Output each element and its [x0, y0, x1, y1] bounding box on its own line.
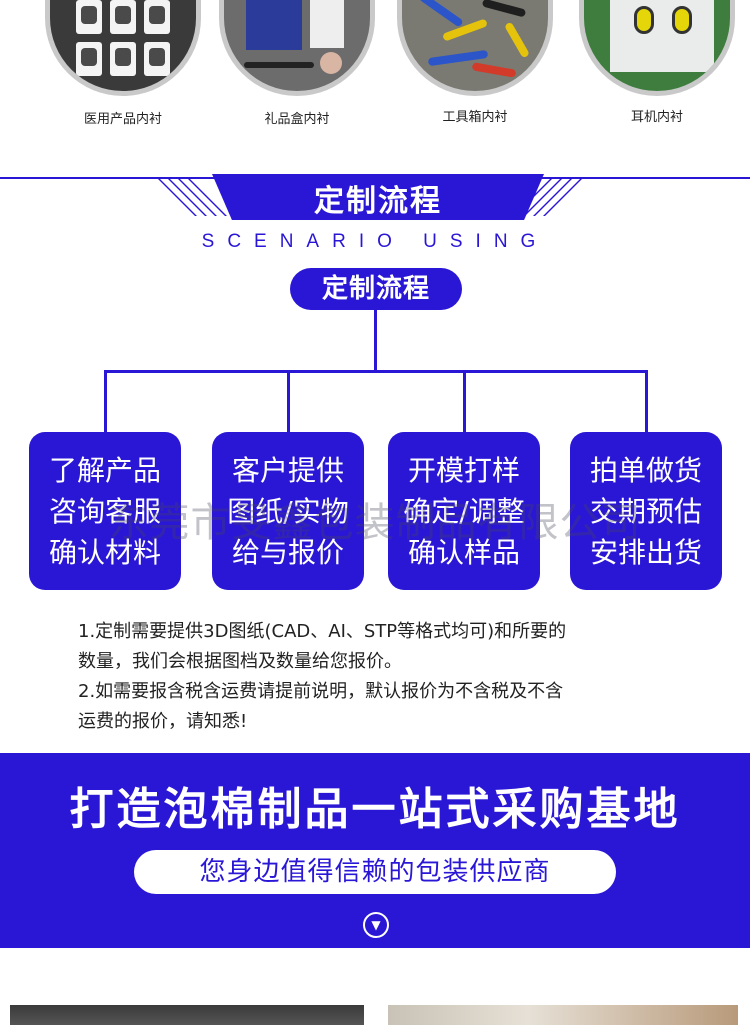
step-line: 拍单做货: [589, 454, 702, 487]
process-step-4: 拍单做货 交期预估 安排出货: [570, 432, 722, 590]
chevron-down-circle-icon[interactable]: ▼: [363, 912, 389, 938]
section-title: 定制流程: [314, 184, 442, 219]
step-line: 安排出货: [589, 536, 702, 569]
step-line: 客户提供: [231, 454, 344, 487]
step-line: 了解产品: [48, 454, 161, 487]
medical-insert-photo: [45, 0, 201, 96]
gift-box-photo: [219, 0, 375, 96]
process-root-node: 定制流程: [290, 268, 462, 310]
product-caption: 工具箱内衬: [442, 110, 508, 125]
toolbox-photo: [397, 0, 553, 96]
bottom-product-photo: [10, 1005, 364, 1025]
note-line: 2.如需要报含税含运费请提前说明，默认报价为不含税及不含: [78, 681, 564, 702]
connector-line: [374, 310, 377, 372]
product-caption: 医用产品内衬: [83, 112, 162, 127]
connector-line: [463, 370, 466, 432]
step-line: 给与报价: [231, 536, 344, 569]
note-line: 数量，我们会根据图档及数量给您报价。: [78, 651, 402, 672]
step-line: 确认材料: [48, 536, 161, 569]
connector-line: [287, 370, 290, 432]
step-line: 开模打样: [407, 454, 520, 487]
product-gallery: 医用产品内衬 礼品盒内衬 工具箱内衬 耳机内衬: [0, 0, 750, 140]
step-line: 确认样品: [407, 536, 520, 569]
bottom-product-photo: [388, 1005, 738, 1025]
earphone-photo: [579, 0, 735, 96]
process-step-2: 客户提供 图纸/实物 给与报价: [212, 432, 364, 590]
connector-line: [104, 370, 107, 432]
connector-line: [645, 370, 648, 432]
banner-title: 打造泡棉制品一站式采购基地: [69, 784, 681, 835]
step-line: 咨询客服: [48, 495, 161, 528]
customization-notes: 1.定制需要提供3D图纸(CAD、AI、STP等格式均可)和所要的 数量，我们会…: [78, 617, 698, 737]
step-line: 图纸/实物: [227, 495, 349, 528]
connector-line: [104, 370, 648, 373]
note-line: 1.定制需要提供3D图纸(CAD、AI、STP等格式均可)和所要的: [78, 621, 567, 642]
section-subtitle: SCENARIO USING: [201, 231, 549, 252]
note-line: 运费的报价，请知悉!: [78, 711, 248, 732]
promo-banner: 打造泡棉制品一站式采购基地 您身边值得信赖的包装供应商 ▼: [0, 753, 750, 948]
product-caption: 耳机内衬: [630, 110, 683, 125]
banner-tagline: 您身边值得信赖的包装供应商: [134, 850, 616, 894]
product-caption: 礼品盒内衬: [264, 112, 330, 127]
process-step-3: 开模打样 确定/调整 确认样品: [388, 432, 540, 590]
step-line: 确定/调整: [403, 495, 525, 528]
process-step-1: 了解产品 咨询客服 确认材料: [29, 432, 181, 590]
section-title-band: [212, 174, 544, 220]
step-line: 交期预估: [589, 495, 702, 528]
